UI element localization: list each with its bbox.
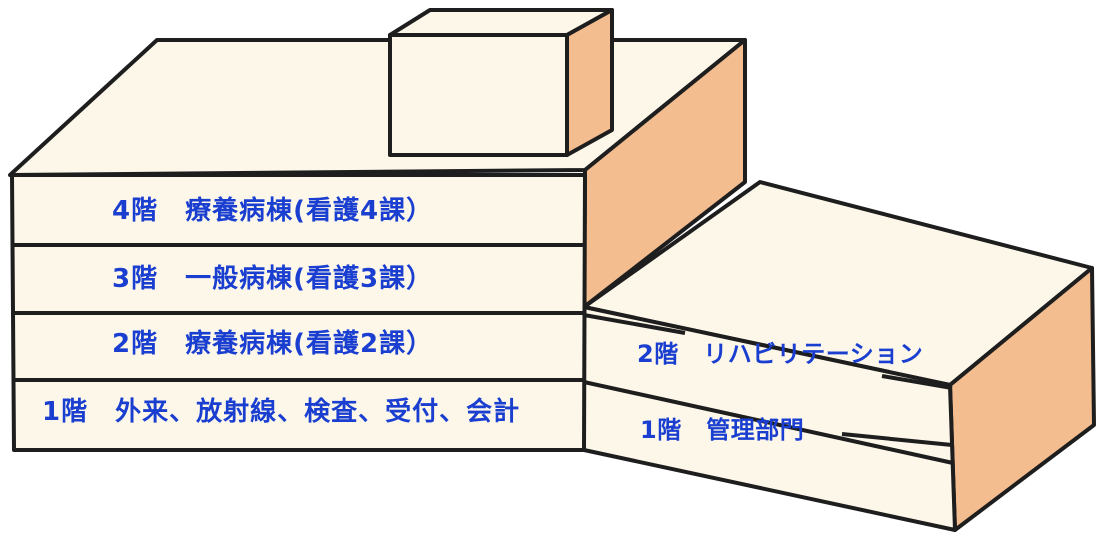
annex-label-tick-bottom [841, 432, 953, 447]
annex-floor-2-label: 2階 リハビリテーション [637, 340, 924, 368]
rooftop-block-front [388, 33, 569, 157]
annex-label-tick-right [881, 374, 953, 390]
annex-label-tick-left [583, 313, 686, 335]
annex-floor-divider [583, 380, 954, 465]
floor-3-label: 3階 一般病棟(看護3課） [112, 264, 434, 294]
annex-floor-1-label: 1階 管理部門 [640, 416, 805, 444]
floor-4-label: 4階 療養病棟(看護4課） [112, 196, 434, 226]
floor-1-label: 1階 外来、放射線、検査、受付、会計 [42, 397, 521, 427]
rooftop-block-side [565, 8, 614, 157]
floor-2-label: 2階 療養病棟(看護2課） [112, 329, 434, 359]
